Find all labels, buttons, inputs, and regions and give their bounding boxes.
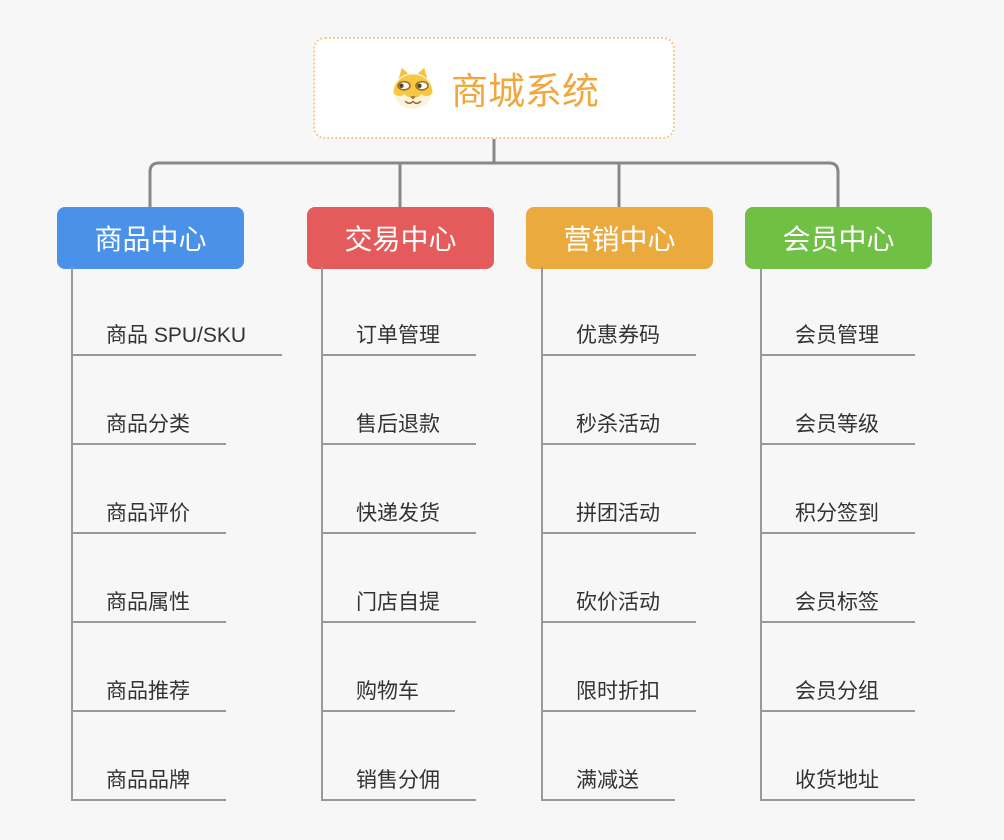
branch-children-marketing-center: 优惠券码 秒杀活动 拼团活动 砍价活动 限时折扣 满减送 [541,267,696,801]
branch-node-product-center[interactable]: 商品中心 [57,207,244,269]
branch-children-product-center: 商品 SPU/SKU 商品分类 商品评价 商品属性 商品推荐 商品品牌 [71,267,283,801]
child-topic[interactable]: 销售分佣 [323,712,476,801]
child-topic[interactable]: 售后退款 [323,356,476,445]
child-topic[interactable]: 会员管理 [762,267,915,356]
child-topic[interactable]: 商品推荐 [73,623,226,712]
branch-children-trade-center: 订单管理 售后退款 快递发货 门店自提 购物车 销售分佣 [321,267,476,801]
child-topic[interactable]: 商品分类 [73,356,226,445]
child-topic[interactable]: 订单管理 [323,267,476,356]
child-topic[interactable]: 会员等级 [762,356,915,445]
child-topic[interactable]: 会员标签 [762,534,915,623]
child-topic[interactable]: 满减送 [543,712,675,801]
child-topic[interactable]: 商品 SPU/SKU [73,267,283,356]
child-topic[interactable]: 商品评价 [73,445,226,534]
branch-node-trade-center[interactable]: 交易中心 [307,207,494,269]
child-topic[interactable]: 砍价活动 [543,534,696,623]
child-topic[interactable]: 秒杀活动 [543,356,696,445]
shiba-dog-icon [389,65,437,111]
child-topic[interactable]: 会员分组 [762,623,915,712]
branch-children-member-center: 会员管理 会员等级 积分签到 会员标签 会员分组 收货地址 [760,267,915,801]
child-topic[interactable]: 商品品牌 [73,712,226,801]
root-node[interactable]: 商城系统 [313,37,675,139]
branch-node-member-center[interactable]: 会员中心 [745,207,932,269]
child-topic[interactable]: 优惠券码 [543,267,696,356]
root-title: 商城系统 [451,71,599,112]
child-topic[interactable]: 门店自提 [323,534,476,623]
child-topic[interactable]: 拼团活动 [543,445,696,534]
child-topic[interactable]: 积分签到 [762,445,915,534]
child-topic[interactable]: 商品属性 [73,534,226,623]
child-topic[interactable]: 购物车 [323,623,455,712]
child-topic[interactable]: 限时折扣 [543,623,696,712]
child-topic[interactable]: 收货地址 [762,712,915,801]
branch-node-marketing-center[interactable]: 营销中心 [526,207,713,269]
child-topic[interactable]: 快递发货 [323,445,476,534]
